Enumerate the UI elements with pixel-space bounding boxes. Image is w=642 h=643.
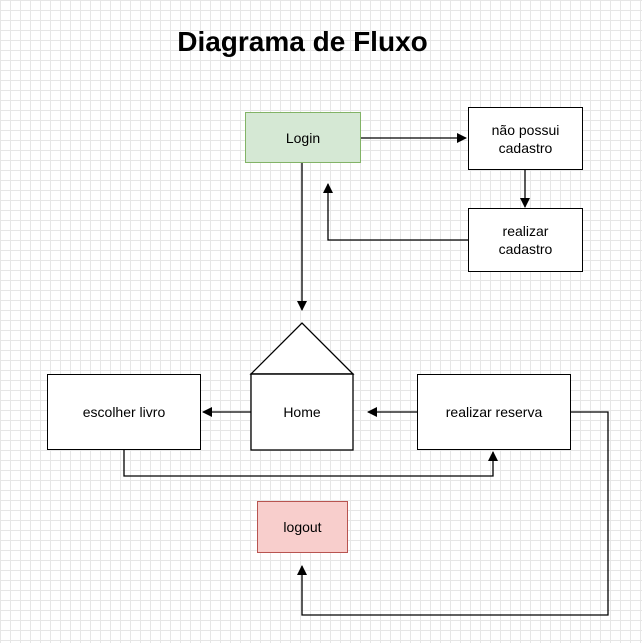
- node-escolher-livro[interactable]: escolher livro: [47, 374, 201, 450]
- edge-realizar-reserva-to-logout: [297, 411, 609, 616]
- node-escolher-livro-label: escolher livro: [82, 404, 166, 420]
- node-nao-possui-cadastro[interactable]: não possui cadastro: [468, 107, 583, 170]
- node-realizar-cadastro[interactable]: realizar cadastro: [468, 208, 583, 272]
- diagram-title: Diagrama de Fluxo: [177, 26, 428, 57]
- node-realizar-reserva[interactable]: realizar reserva: [417, 374, 571, 450]
- node-logout[interactable]: logout: [257, 501, 348, 553]
- node-home-label: Home: [283, 404, 321, 420]
- node-home[interactable]: Home: [251, 374, 353, 450]
- node-realizar-cadastro-label: realizar cadastro: [498, 223, 553, 257]
- node-login-label: Login: [285, 129, 321, 146]
- node-login[interactable]: Login: [245, 112, 361, 163]
- node-realizar-reserva-label: realizar reserva: [445, 404, 543, 420]
- home-house-shape: [249, 322, 355, 375]
- edge-realizar-cadastro-to-login: [323, 183, 468, 241]
- node-logout-label: logout: [283, 519, 322, 535]
- edge-escolher-livro-to-realizar-reserva: [123, 450, 498, 477]
- node-nao-possui-cadastro-label: não possui cadastro: [491, 121, 560, 156]
